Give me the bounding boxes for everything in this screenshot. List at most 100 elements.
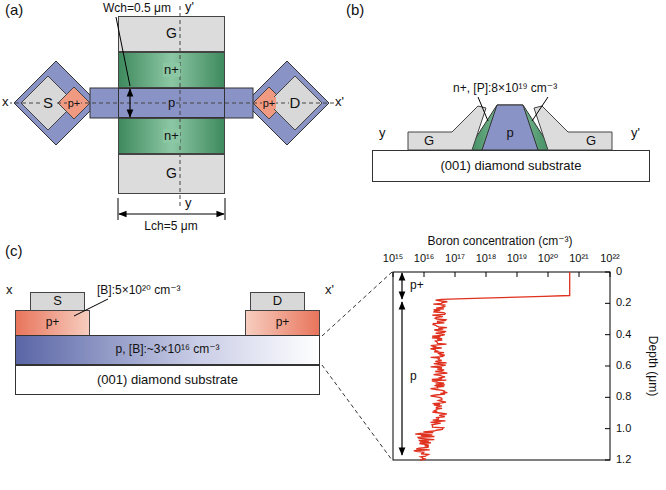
substrate: (001) diamond substrate bbox=[15, 365, 320, 395]
p-mesa: p bbox=[482, 105, 538, 150]
substrate: (001) diamond substrate bbox=[372, 150, 650, 182]
annotation-label: 10¹⁹ bbox=[506, 252, 529, 264]
text-holder: (001) diamond substrate bbox=[373, 151, 649, 181]
node-label: G bbox=[165, 26, 178, 41]
annotation-label: Lch=5 μm bbox=[143, 220, 198, 233]
annotation-label: 10²⁰ bbox=[537, 252, 559, 264]
annotation-label: (a) bbox=[4, 2, 24, 19]
annotation-label: x' bbox=[334, 95, 345, 109]
annotation-label: 10¹⁷ bbox=[444, 252, 466, 264]
gate-electrode bbox=[408, 106, 486, 150]
y-tick bbox=[605, 365, 610, 366]
y-tick bbox=[605, 459, 610, 460]
node-label: p+ bbox=[275, 316, 291, 329]
x-tick bbox=[393, 272, 394, 277]
node-label: G bbox=[423, 134, 435, 148]
node-label: S bbox=[52, 294, 63, 308]
n-plus-region: n+ bbox=[118, 52, 225, 88]
annotation-label: 10²¹ bbox=[568, 252, 590, 264]
x-tick bbox=[486, 272, 487, 277]
annotation-label: (c) bbox=[4, 243, 24, 260]
annotation-label: 0.6 bbox=[615, 359, 632, 371]
plot-frame bbox=[393, 272, 610, 460]
x-tick bbox=[579, 272, 580, 277]
p-depth-arrow bbox=[401, 302, 402, 455]
annotation-label: 1.0 bbox=[615, 422, 632, 434]
node-label: p+ bbox=[262, 97, 277, 109]
p-plus-region: p+ bbox=[58, 87, 90, 119]
gate-electrode: G bbox=[572, 132, 610, 150]
annotation-label: Wch=0.5 μm bbox=[102, 2, 172, 15]
node-label: D bbox=[272, 294, 283, 308]
annotation-label: x bbox=[1, 95, 10, 109]
text-holder: p+ bbox=[58, 87, 90, 119]
y-tick bbox=[605, 303, 610, 304]
y-tick bbox=[605, 397, 610, 398]
annotation-label: p+ bbox=[409, 279, 425, 292]
text-holder: p, [B]:~3×10¹⁶ cm⁻³ bbox=[16, 336, 319, 364]
annotation-label: p bbox=[409, 370, 418, 383]
drain-pad-mesa bbox=[245, 61, 329, 145]
node-label: p bbox=[167, 96, 176, 110]
length-arrow bbox=[119, 213, 224, 214]
text-holder: G bbox=[119, 155, 224, 193]
zoom-line bbox=[322, 365, 392, 460]
text-holder: p bbox=[119, 89, 224, 117]
annotation-label: 0.8 bbox=[615, 390, 632, 402]
n-plus-region: n+ bbox=[118, 118, 225, 154]
annotation-label: x' bbox=[324, 283, 335, 297]
annotation-label: 10²² bbox=[599, 252, 621, 264]
annotation-label: 10¹⁵ bbox=[382, 252, 404, 264]
node-label: G bbox=[165, 166, 178, 181]
source-electrode: S bbox=[30, 292, 85, 311]
node-label: p+ bbox=[67, 97, 82, 109]
node-label: (001) diamond substrate bbox=[96, 373, 239, 387]
text-holder: S bbox=[31, 293, 84, 310]
annotation-label: 1.2 bbox=[615, 453, 632, 465]
node-label: n+ bbox=[163, 63, 180, 77]
node-label: p bbox=[505, 126, 514, 140]
node-label: p, [B]:~3×10¹⁶ cm⁻³ bbox=[115, 343, 221, 356]
gate-electrode: G bbox=[118, 16, 225, 52]
text-holder: G bbox=[119, 17, 224, 51]
text-holder: (001) diamond substrate bbox=[16, 366, 319, 394]
n-plus-leader bbox=[478, 97, 488, 121]
text-holder: n+ bbox=[119, 119, 224, 153]
annotation-label: y bbox=[184, 196, 193, 210]
gate-electrode bbox=[534, 106, 612, 150]
x-tick bbox=[424, 272, 425, 277]
x-tick bbox=[517, 272, 518, 277]
length-tick bbox=[225, 198, 226, 220]
annotation-label: Depth (μm) bbox=[645, 335, 658, 397]
annotation-label: 10¹⁶ bbox=[413, 252, 435, 264]
text-holder: G bbox=[410, 132, 448, 150]
node-shape bbox=[58, 87, 90, 119]
boron-profile-chart bbox=[393, 272, 610, 460]
node-label: S bbox=[42, 95, 54, 112]
annotation-label: y bbox=[378, 126, 387, 140]
y-tick bbox=[605, 428, 610, 429]
text-holder: D bbox=[251, 293, 304, 310]
text-holder: n+ bbox=[119, 53, 224, 87]
annotation-label: [B]:5×10²⁰ cm⁻³ bbox=[96, 284, 182, 297]
p-channel: p bbox=[118, 88, 225, 118]
p-plus-depth-arrow bbox=[401, 273, 402, 299]
zoom-line bbox=[322, 272, 392, 336]
annotation-label: 0 bbox=[615, 265, 623, 277]
annotation-label: y' bbox=[630, 126, 641, 140]
annotation-label: Boron concentration (cm⁻³) bbox=[426, 235, 573, 248]
gate-electrode: G bbox=[118, 154, 225, 194]
x-tick bbox=[548, 272, 549, 277]
drain-electrode: D bbox=[250, 292, 305, 311]
p-layer: p, [B]:~3×10¹⁶ cm⁻³ bbox=[15, 335, 320, 365]
node-label: (001) diamond substrate bbox=[440, 159, 583, 173]
x-tick bbox=[455, 272, 456, 277]
node-label: G bbox=[585, 134, 597, 148]
annotation-label: n+, [P]:8×10¹⁹ cm⁻³ bbox=[452, 82, 558, 95]
source-pad-mesa bbox=[14, 61, 98, 145]
n-plus-leader bbox=[532, 97, 548, 121]
text-holder: G bbox=[572, 132, 610, 150]
annotation-label: 10¹⁸ bbox=[475, 252, 498, 264]
text-holder: p+ bbox=[246, 311, 319, 335]
